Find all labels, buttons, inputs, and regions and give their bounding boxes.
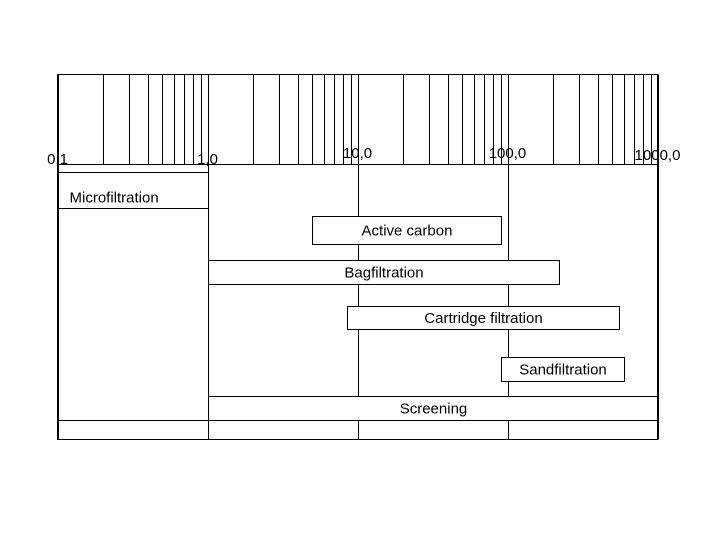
range-bar: [312, 216, 502, 245]
tick-label: 10,0: [343, 145, 372, 162]
range-bar: [347, 306, 620, 330]
range-bar: [208, 396, 659, 421]
range-bar: [501, 357, 625, 382]
log-gridlines: [57, 74, 659, 440]
bar-label: Sandfiltration: [519, 362, 607, 379]
bar-label: Screening: [400, 401, 468, 418]
tick-label: 100,0: [489, 145, 527, 162]
tick-label: 1,0: [197, 151, 218, 168]
plot-frame: [57, 74, 658, 440]
bar-label: Active carbon: [362, 223, 453, 240]
range-bar: [208, 260, 560, 285]
bar-label: Bagfiltration: [344, 265, 423, 282]
bar-label: Cartridge filtration: [424, 310, 542, 327]
range-bar: [58, 172, 209, 209]
bar-label: Microfiltration: [70, 190, 159, 207]
